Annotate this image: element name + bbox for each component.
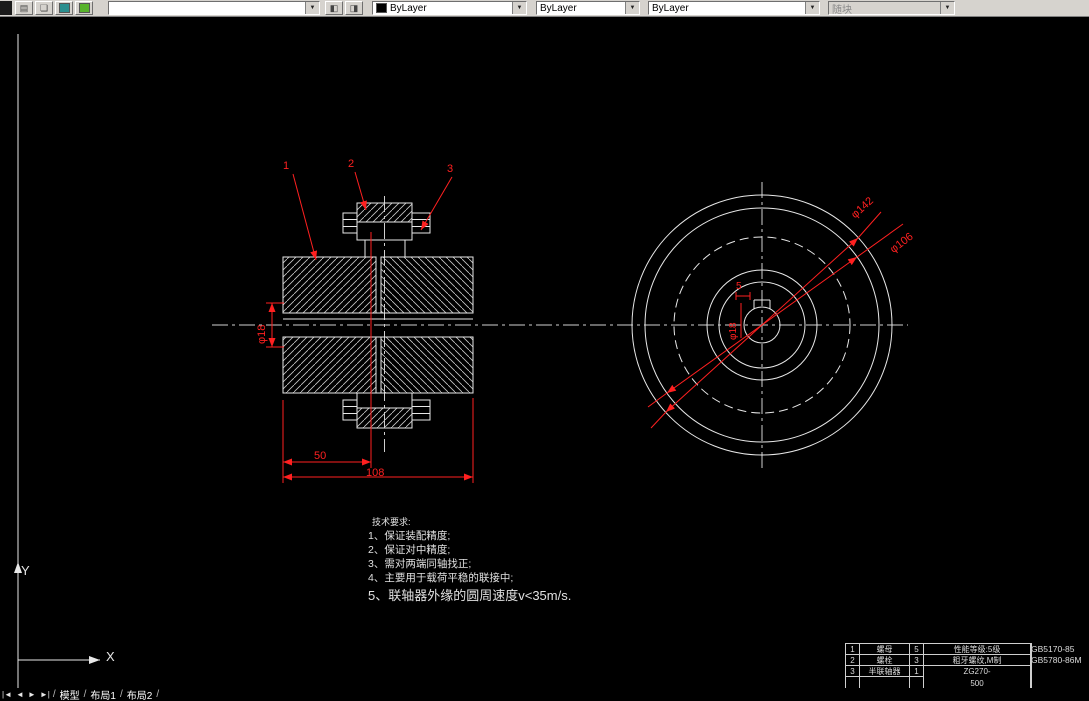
tab-layout1[interactable]: 布局1 bbox=[90, 691, 116, 701]
plotstyle-select: 随块 ▼ bbox=[828, 1, 955, 16]
color-swatch-button[interactable] bbox=[55, 1, 73, 15]
chevron-down-icon[interactable]: ▼ bbox=[625, 2, 639, 14]
make-object-layer-button[interactable]: ◧ bbox=[325, 1, 343, 15]
dimension-lines[interactable] bbox=[266, 171, 904, 483]
dim-width-inner: 50 bbox=[314, 450, 327, 462]
app-corner bbox=[0, 1, 12, 15]
dim-bore-right: φ18 bbox=[728, 322, 739, 340]
tb-no-4 bbox=[846, 677, 860, 691]
linetype-select-value: ByLayer bbox=[540, 2, 577, 14]
chevron-down-icon: ▼ bbox=[940, 2, 954, 14]
color-select-value: ByLayer bbox=[390, 2, 427, 14]
top-toolbar: ▤ ❏ ▼ ◧ ◨ ByLayer ▼ ByLayer ▼ bbox=[0, 0, 1089, 17]
tb-name-3: 半联轴器 bbox=[860, 666, 910, 677]
layers-icon: ❏ bbox=[39, 2, 49, 13]
layer-select[interactable]: ▼ bbox=[108, 1, 320, 15]
tab-separator: / bbox=[156, 689, 160, 700]
linetype-select[interactable]: ByLayer ▼ bbox=[536, 1, 640, 15]
tab-separator: / bbox=[83, 689, 87, 700]
leader-label-3: 3 bbox=[447, 163, 454, 175]
tech-notes-title: 技术要求: bbox=[372, 517, 411, 527]
tb-material-line2: 500 bbox=[970, 679, 984, 688]
standard-ref-2: GB5780-86M bbox=[1031, 655, 1082, 665]
dim-key-width: 5 bbox=[736, 281, 742, 292]
lineweight-select-value: ByLayer bbox=[652, 2, 689, 14]
tab-prev-button[interactable]: ◄ bbox=[16, 690, 24, 699]
ucs-y-label: Y bbox=[21, 563, 30, 578]
tab-layout2[interactable]: 布局2 bbox=[126, 691, 153, 701]
current-color-swatch bbox=[376, 3, 387, 13]
leader-label-2: 2 bbox=[348, 158, 355, 170]
tb-qty-4 bbox=[910, 677, 924, 691]
title-block: 1 螺母 5 性能等级:5级 2 螺栓 3 粗牙螺纹,M制 3 半联轴器 1 Z… bbox=[845, 643, 1032, 692]
tb-material: ZG270- 500 bbox=[924, 666, 1031, 691]
dim-bore-left: φ18 bbox=[256, 324, 268, 344]
tb-name-4 bbox=[860, 677, 910, 691]
tech-note-2: 2、保证对中精度; bbox=[368, 544, 451, 556]
plotstyle-select-value: 随块 bbox=[832, 4, 852, 16]
dim-width-outer: 108 bbox=[366, 467, 385, 479]
tb-no-2: 2 bbox=[846, 655, 860, 666]
tab-last-button[interactable]: ►| bbox=[39, 690, 50, 699]
layout-tab-bar: |◄ ◄ ► ►| / 模型 / 布局1 / 布局2 / bbox=[0, 688, 1089, 701]
leader-label-1: 1 bbox=[283, 160, 290, 172]
tab-next-button[interactable]: ► bbox=[27, 690, 36, 699]
tb-no-3: 3 bbox=[846, 666, 860, 677]
layer-manager-icon: ▤ bbox=[19, 2, 29, 13]
tab-model[interactable]: 模型 bbox=[59, 691, 80, 701]
tab-separator: / bbox=[119, 689, 123, 700]
lineweight-select[interactable]: ByLayer ▼ bbox=[648, 1, 820, 15]
color-select[interactable]: ByLayer ▼ bbox=[372, 1, 527, 15]
tech-note-1: 1、保证装配精度; bbox=[368, 530, 451, 542]
section-view[interactable] bbox=[282, 202, 474, 429]
chevron-down-icon[interactable]: ▼ bbox=[512, 2, 526, 14]
tech-note-4: 4、主要用于载荷平稳的联接中; bbox=[368, 572, 514, 584]
tb-name-2: 螺栓 bbox=[860, 655, 910, 666]
centerlines[interactable] bbox=[212, 182, 908, 468]
layer-previous-button[interactable]: ◨ bbox=[345, 1, 363, 15]
tb-no-1: 1 bbox=[846, 644, 860, 655]
layers-button[interactable]: ❏ bbox=[35, 1, 53, 15]
tb-qty-2: 3 bbox=[910, 655, 924, 666]
tab-first-button[interactable]: |◄ bbox=[2, 690, 12, 699]
tb-qty-1: 5 bbox=[910, 644, 924, 655]
tb-qty-3: 1 bbox=[910, 666, 924, 677]
layer-previous-icon: ◨ bbox=[349, 2, 359, 13]
linetype-swatch-button[interactable] bbox=[75, 1, 93, 15]
tb-note-1: 性能等级:5级 bbox=[924, 644, 1031, 655]
ucs-icon bbox=[14, 562, 100, 664]
tech-note-3: 3、需对两端同轴找正; bbox=[368, 558, 472, 570]
layer-manager-button[interactable]: ▤ bbox=[15, 1, 33, 15]
tb-note-2: 粗牙螺纹,M制 bbox=[924, 655, 1031, 666]
standard-ref-1: GB5170-85 bbox=[1031, 644, 1075, 654]
teal-swatch-icon bbox=[58, 3, 70, 14]
tb-name-1: 螺母 bbox=[860, 644, 910, 655]
make-layer-icon: ◧ bbox=[329, 2, 339, 13]
chevron-down-icon[interactable]: ▼ bbox=[305, 2, 319, 14]
tab-separator: / bbox=[52, 689, 56, 700]
green-swatch-icon bbox=[78, 3, 90, 14]
chevron-down-icon[interactable]: ▼ bbox=[805, 2, 819, 14]
ucs-x-label: X bbox=[106, 649, 115, 664]
tb-material-line1: ZG270- bbox=[963, 667, 991, 676]
tech-note-5: 5、联轴器外缘的圆周速度v<35m/s. bbox=[368, 588, 572, 603]
